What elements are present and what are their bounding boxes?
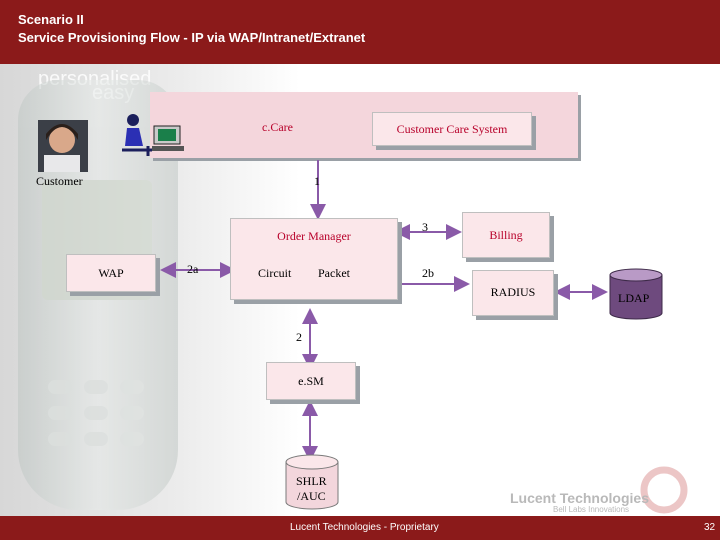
flow-label-1: 1	[314, 174, 320, 188]
ccare-label: c.Care	[262, 120, 293, 134]
lucent-logo-text: Lucent Technologies	[510, 490, 649, 506]
slide-subtitle: Service Provisioning Flow - IP via WAP/I…	[18, 30, 366, 45]
phone-key	[84, 406, 108, 420]
flow-label-2: 2	[296, 330, 302, 344]
circuit-label: Circuit	[258, 266, 292, 280]
flow-label-3: 3	[422, 220, 428, 234]
shlr-label-line1: SHLR	[296, 474, 327, 488]
phone-key	[48, 432, 72, 446]
lucent-logo-subtext: Bell Labs Innovations	[553, 505, 630, 514]
phone-key	[48, 380, 72, 394]
agent-computer-icon	[122, 114, 184, 156]
flow-label-2b: 2b	[422, 266, 434, 280]
billing-box: Billing	[462, 212, 550, 258]
radius-box: RADIUS	[472, 270, 554, 316]
phone-key	[48, 406, 72, 420]
flow-label-2a: 2a	[187, 262, 199, 276]
customer-care-system-box: Customer Care System	[372, 112, 532, 146]
phone-key	[84, 432, 108, 446]
shlr-label: SHLR /AUC	[296, 474, 327, 504]
customer-photo	[38, 120, 88, 172]
customer-label: Customer	[36, 174, 83, 188]
phone-key	[120, 406, 144, 420]
phone-key	[84, 380, 108, 394]
slide-title: Scenario II	[18, 12, 84, 27]
esm-box: e.SM	[266, 362, 356, 400]
shlr-auc-database	[285, 454, 339, 510]
order-manager-box: Order Manager	[230, 218, 398, 300]
radius-label: RADIUS	[490, 285, 536, 299]
page-number: 32	[704, 522, 716, 533]
packet-label: Packet	[318, 266, 350, 280]
slide-header: Scenario II Service Provisioning Flow - …	[0, 0, 720, 64]
ldap-database	[609, 268, 663, 320]
ldap-label: LDAP	[618, 291, 650, 305]
slide-footer: Lucent Technologies - Proprietary 32	[0, 516, 720, 540]
order-manager-label: Order Manager	[277, 229, 351, 243]
shlr-label-line2: /AUC	[297, 489, 326, 503]
phone-key	[120, 432, 144, 446]
footer-text: Lucent Technologies - Proprietary	[290, 522, 439, 533]
wap-box: WAP	[66, 254, 156, 292]
phone-key	[120, 380, 144, 394]
lucent-logo-ring	[640, 466, 688, 514]
